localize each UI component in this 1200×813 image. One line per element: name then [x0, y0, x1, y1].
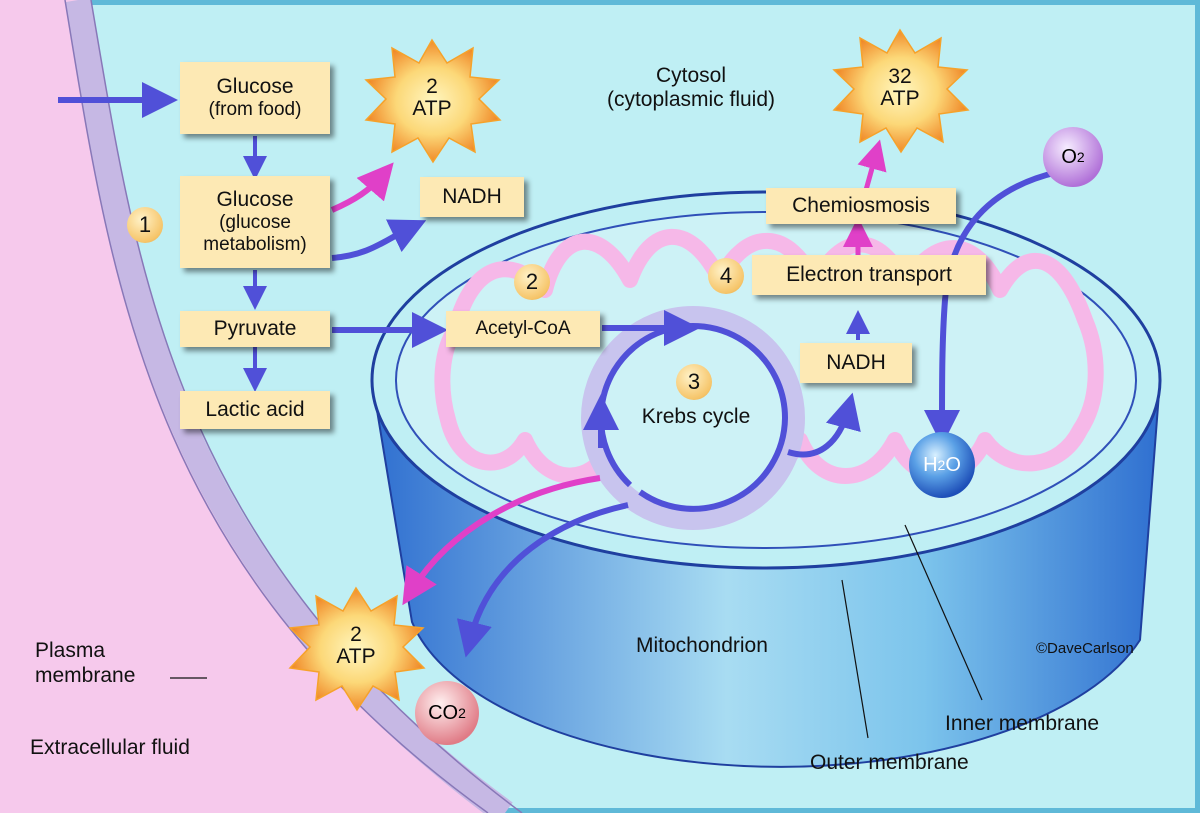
- atp-top-left-text: 2 ATP: [402, 75, 462, 121]
- o2-base: O: [1061, 145, 1077, 168]
- plasma-membrane-band: [65, 0, 513, 813]
- glucose-met-sub2: metabolism): [203, 234, 307, 256]
- co2-sub: 2: [458, 705, 466, 721]
- atp-top-right-text: 32 ATP: [870, 65, 930, 111]
- atp-top-right-unit: ATP: [880, 87, 920, 111]
- co2-molecule: [415, 681, 479, 745]
- mitochondrion-label: Mitochondrion: [636, 634, 768, 657]
- acetyl-coa-label: Acetyl-CoA: [475, 318, 571, 340]
- pyruvate-box: Pyruvate: [180, 311, 330, 347]
- pyruvate-label: Pyruvate: [213, 316, 297, 340]
- arrow-krebs-co2: [456, 502, 629, 658]
- nadh-top-box: NADH: [420, 177, 524, 217]
- glucose-metabolism-box: Glucose (glucose metabolism): [180, 176, 330, 268]
- atp-star-top-right: [832, 28, 970, 154]
- step-3-badge: 3: [676, 364, 712, 400]
- h2o-h: H: [923, 453, 938, 476]
- o2-molecule: [1043, 127, 1103, 187]
- atp-top-left-unit: ATP: [412, 97, 452, 121]
- glucose-food-sublabel: (from food): [208, 99, 302, 121]
- h2o-molecule: [909, 432, 975, 498]
- atp-bottom-text: 2 ATP: [326, 623, 386, 669]
- h2o-sub: 2: [937, 457, 946, 473]
- outer-membrane-leader: [841, 579, 869, 739]
- chemiosmosis-label: Chemiosmosis: [792, 193, 930, 217]
- plasma-line1: Plasma: [35, 639, 106, 662]
- nadh-mid-box: NADH: [800, 343, 912, 383]
- inner-membrane-leader: [904, 524, 983, 701]
- krebs-cycle-label: Krebs cycle: [641, 405, 751, 428]
- extracellular-label: Extracellular fluid: [30, 736, 190, 759]
- atp-star-bottom: [288, 586, 426, 712]
- step-4-badge: 4: [708, 258, 744, 294]
- electron-transport-label: Electron transport: [786, 262, 952, 286]
- pink-arrows: [330, 139, 887, 606]
- step-2-badge: 2: [514, 264, 550, 300]
- arrow-to-atp-32: [857, 139, 887, 191]
- atp-top-left-count: 2: [426, 75, 438, 98]
- chemiosmosis-box: Chemiosmosis: [766, 188, 956, 224]
- glucose-met-label: Glucose: [216, 188, 294, 212]
- plasma-line2: membrane: [35, 664, 136, 688]
- atp-star-top-left: [364, 38, 502, 164]
- electron-transport-box: Electron transport: [752, 255, 986, 295]
- extracellular-region: [0, 0, 505, 813]
- lactic-acid-label: Lactic acid: [205, 397, 305, 421]
- inner-membrane-label: Inner membrane: [945, 712, 1100, 735]
- h2o-o: O: [945, 453, 961, 476]
- atp-bottom-unit: ATP: [336, 645, 376, 669]
- atp-bottom-count: 2: [350, 623, 362, 646]
- glucose-met-sub1: (glucose: [219, 212, 291, 234]
- lactic-acid-box: Lactic acid: [180, 391, 330, 429]
- outer-membrane-label: Outer membrane: [810, 751, 969, 774]
- nadh-top-label: NADH: [442, 184, 502, 208]
- atp-top-right-count: 32: [888, 65, 912, 88]
- nadh-mid-label: NADH: [826, 350, 886, 374]
- glucose-food-label: Glucose: [216, 75, 294, 98]
- plasma-membrane-label: Plasma membrane: [35, 638, 135, 688]
- o2-sub: 2: [1076, 149, 1085, 165]
- step-1-badge: 1: [127, 207, 163, 243]
- acetyl-coa-box: Acetyl-CoA: [446, 311, 600, 347]
- glucose-food-box: Glucose (from food): [180, 62, 330, 134]
- cytosol-title: Cytosol: [655, 64, 727, 87]
- arrow-to-atp-bottom: [402, 475, 601, 606]
- copyright-label: ©DaveCarlson: [1036, 640, 1134, 657]
- co2-base: CO: [428, 701, 459, 724]
- cytosol-label: Cytosol (cytoplasmic fluid): [556, 64, 826, 112]
- arrow-krebs-nadh: [787, 392, 861, 458]
- cytosol-subtitle: (cytoplasmic fluid): [606, 88, 776, 112]
- arrow-to-atp-top: [330, 162, 394, 213]
- arrow-to-nadh-top: [331, 219, 427, 261]
